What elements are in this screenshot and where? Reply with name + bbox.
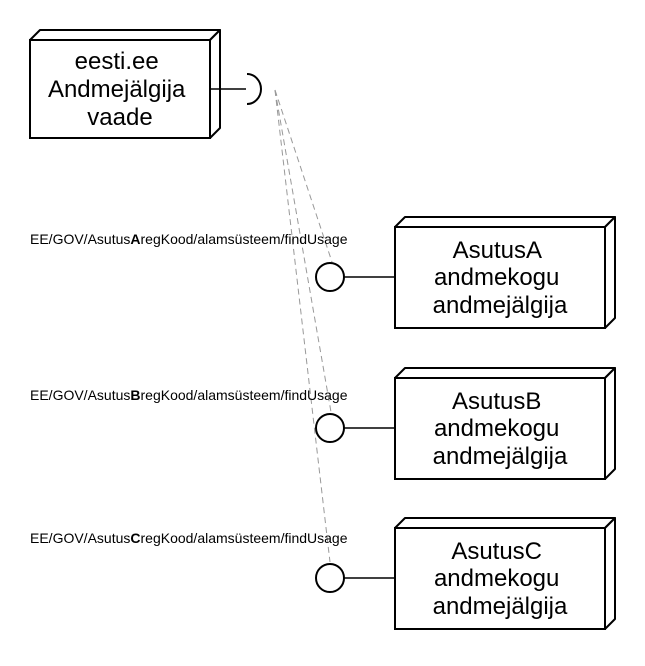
consumer-node-line-3: vaade [87, 104, 152, 131]
dependency-line-a [274, 89, 333, 263]
provider-node-a-line-3: andmejälgija [433, 292, 568, 319]
provider-node-b-line-1: AsutusB [452, 388, 541, 415]
dependency-lines [274, 89, 333, 563]
interface-label-b-letter: B [130, 387, 140, 403]
consumer-node-line-2: Andmejälgija [48, 76, 186, 103]
interface-label-b-prefix: EE/GOV/Asutus [30, 387, 130, 403]
provider-node-a-front [394, 226, 606, 329]
provider-node-a-top [394, 216, 616, 228]
dependency-line-b [274, 89, 332, 413]
provider-node-c: AsutusC andmekogu andmejälgija [394, 517, 616, 630]
provider-node-b-line-3: andmejälgija [433, 443, 568, 470]
provider-node-b-side [604, 367, 616, 480]
provider-node-c-line-1: AsutusC [451, 538, 542, 565]
provider-node-a-line-2: andmekogu [434, 264, 559, 291]
provided-interface-c [315, 563, 395, 593]
svg-text:AsutusB andmekogu: AsutusB andmekogu andmejälgija [433, 388, 568, 470]
provided-interface-b-lollipop [315, 413, 345, 443]
provider-node-b-front [394, 377, 606, 480]
provider-node-c-side [604, 517, 616, 630]
interface-label-c-letter: C [130, 530, 140, 546]
interface-label-a-letter: A [130, 231, 140, 247]
interface-label-a-prefix: EE/GOV/Asutus [30, 231, 130, 247]
provider-node-a-side [604, 216, 616, 329]
dependency-line-c [274, 89, 331, 563]
provided-interface-a-lollipop [315, 262, 345, 292]
svg-text:eesti.ee Andmejälgija: eesti.ee Andmejälgija vaade [48, 48, 192, 131]
required-interface-socket [246, 73, 262, 105]
interface-label-b: EE/GOV/AsutusBregKood/alamsüsteem/findUs… [30, 387, 348, 403]
interface-label-a: EE/GOV/AsutusAregKood/alamsüsteem/findUs… [30, 231, 348, 247]
consumer-node: eesti.ee Andmejälgija vaade [29, 29, 221, 139]
svg-text:AsutusA andmekogu: AsutusA andmekogu andmejälgija [433, 237, 568, 319]
provider-node-a-line-1: AsutusA [453, 237, 542, 264]
consumer-node-top [29, 29, 221, 41]
provider-node-c-line-3: andmejälgija [433, 593, 568, 620]
provider-node-a: AsutusA andmekogu andmejälgija [394, 216, 616, 329]
interface-label-c-suffix: regKood/alamsüsteem/findUsage [141, 530, 348, 546]
provider-node-b-top [394, 367, 616, 379]
provider-node-c-line-2: andmekogu [434, 565, 559, 592]
interface-label-c-prefix: EE/GOV/Asutus [30, 530, 130, 546]
provider-node-c-top [394, 517, 616, 529]
provider-node-b-line-2: andmekogu [434, 415, 559, 442]
consumer-node-side [209, 29, 221, 139]
interface-label-c: EE/GOV/AsutusCregKood/alamsüsteem/findUs… [30, 530, 348, 546]
required-interface [210, 73, 262, 105]
provider-node-c-front [394, 527, 606, 630]
consumer-node-line-1: eesti.ee [75, 48, 159, 75]
provided-interface-c-lollipop [315, 563, 345, 593]
interface-label-b-suffix: regKood/alamsüsteem/findUsage [141, 387, 348, 403]
svg-text:AsutusC andmekogu: AsutusC andmekogu andmejälgija [433, 538, 568, 620]
interface-label-a-suffix: regKood/alamsüsteem/findUsage [141, 231, 348, 247]
provided-interface-b [315, 413, 395, 443]
provider-node-b: AsutusB andmekogu andmejälgija [394, 367, 616, 480]
provided-interface-a [315, 262, 395, 292]
